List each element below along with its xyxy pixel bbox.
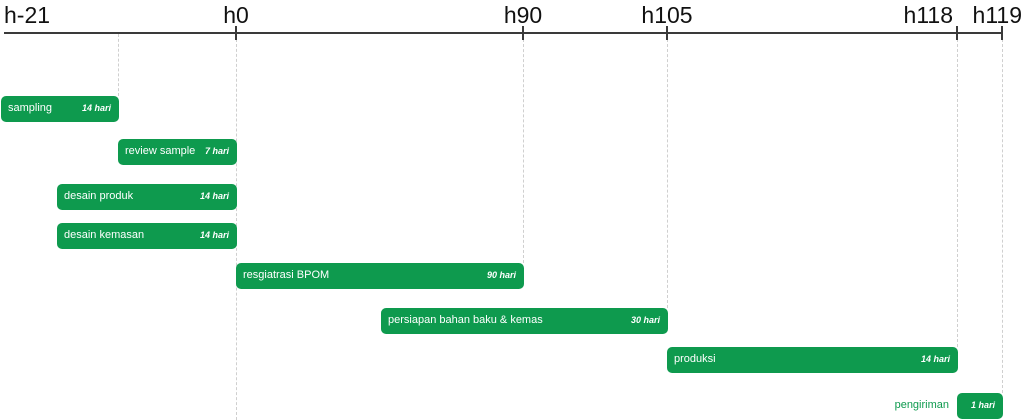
task-duration: 14 hari	[920, 354, 950, 364]
task-bar: 7 hari review sample	[118, 139, 237, 165]
axis-tick	[1001, 26, 1003, 40]
axis-tick	[956, 26, 958, 40]
gridline	[523, 34, 524, 263]
task-bar: 14 hari sampling	[1, 96, 119, 122]
task-name: pengiriman	[894, 399, 949, 411]
axis-tick-label: h-21	[4, 2, 51, 28]
axis-tick-label: h0	[223, 2, 249, 28]
task-bar: 1 hari	[957, 393, 1003, 419]
task-name: desain kemasan	[64, 229, 145, 241]
gridline	[667, 34, 668, 308]
task-duration: 14 hari	[199, 191, 229, 201]
task-name: persiapan bahan baku & kemas	[388, 314, 543, 326]
task-duration: 30 hari	[630, 315, 660, 325]
gridline	[1002, 34, 1003, 393]
task-bar: 14 hari desain produk	[57, 184, 237, 210]
task-bar: 30 hari persiapan bahan baku & kemas	[381, 308, 668, 334]
task-duration: 14 hari	[81, 103, 111, 113]
task-duration: 7 hari	[204, 146, 229, 156]
axis-tick	[522, 26, 524, 40]
task-bar: 90 hari resgiatrasi BPOM	[236, 263, 524, 289]
task-bar: 14 hari desain kemasan	[57, 223, 237, 249]
task-duration: 1 hari	[970, 400, 995, 410]
task-name: resgiatrasi BPOM	[243, 269, 330, 281]
gridline	[957, 34, 958, 347]
timeline-axis	[4, 32, 1003, 34]
axis-tick-label: h90	[503, 2, 543, 28]
task-name: review sample	[125, 145, 196, 157]
task-name: produksi	[674, 353, 716, 365]
task-duration: 14 hari	[199, 230, 229, 240]
task-duration: 90 hari	[486, 270, 516, 280]
axis-tick-label: h118	[903, 2, 953, 28]
axis-tick	[666, 26, 668, 40]
axis-tick-label: h105	[641, 2, 693, 28]
task-bar: 14 hari produksi	[667, 347, 958, 373]
axis-tick-label: h119	[972, 2, 1022, 28]
axis-tick	[235, 26, 237, 40]
task-name: sampling	[8, 102, 53, 114]
task-name: desain produk	[64, 190, 134, 202]
gridline	[118, 34, 119, 96]
